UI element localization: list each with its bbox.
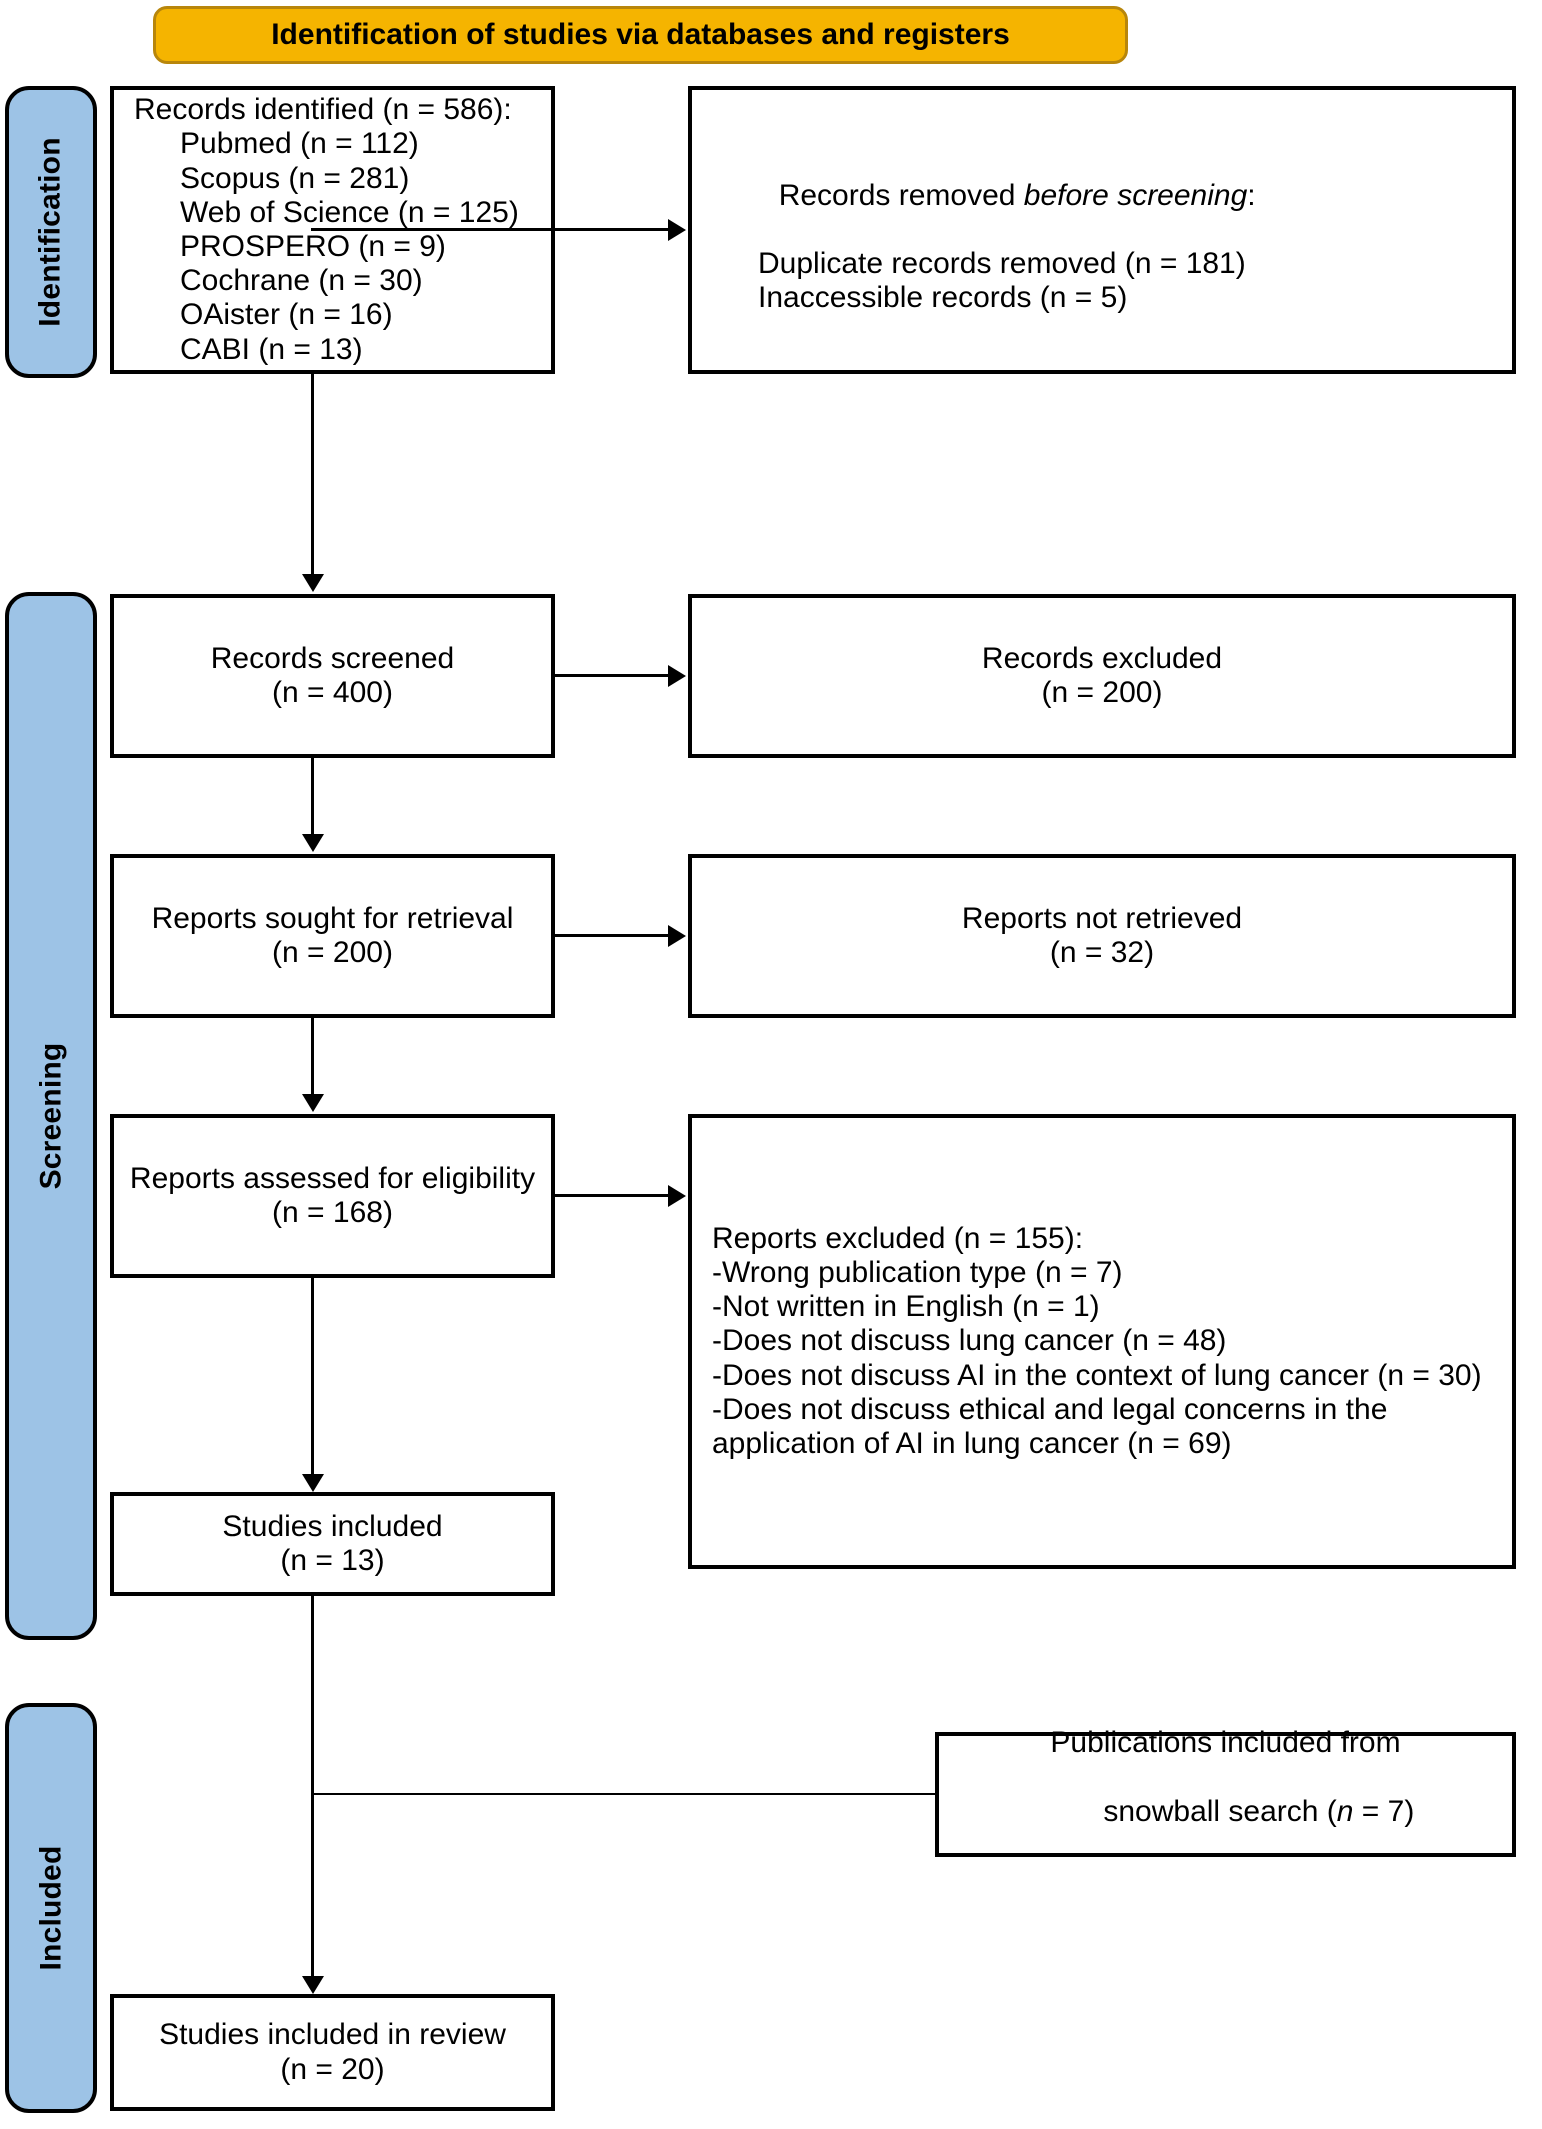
reports-excluded-heading: Reports excluded (n = 155): <box>712 1221 1084 1255</box>
connector-sought-to-not-retrieved <box>555 934 671 937</box>
box-studies-included-in-review: Studies included in review (n = 20) <box>110 1994 555 2111</box>
studies-in-review-count: (n = 20) <box>280 2052 385 2086</box>
reports-excluded-reason: -Wrong publication type (n = 7) <box>712 1256 1123 1290</box>
records-excluded-label: Records excluded <box>981 641 1223 675</box>
arrow-identified-to-screened <box>302 574 324 592</box>
box-publications-from-snowball-search: Publications included from snowball sear… <box>935 1726 1516 1857</box>
connector-studies-included-to-review <box>311 1596 314 1976</box>
studies-in-review-label: Studies included in review <box>159 2018 506 2052</box>
stage-label-included-text: Included <box>34 1845 68 1971</box>
diagram-title-banner: Identification of studies via databases … <box>153 6 1128 64</box>
reports-sought-count: (n = 200) <box>272 936 393 969</box>
stage-label-identification: Identification <box>5 86 97 378</box>
records-removed-heading-post: : <box>1247 178 1256 212</box>
reports-sought-label: Reports sought for retrieval <box>151 901 514 935</box>
box-reports-excluded: Reports excluded (n = 155): -Wrong publi… <box>688 1114 1516 1569</box>
stage-label-identification-text: Identification <box>34 137 67 327</box>
arrow-assessed-to-studies-included <box>302 1474 324 1492</box>
studies-included-count: (n = 13) <box>280 1544 385 1577</box>
studies-included-label: Studies included <box>222 1509 443 1543</box>
arrow-screened-to-excluded <box>668 665 686 687</box>
reports-assessed-label: Reports assessed for eligibility <box>129 1161 536 1195</box>
arrow-identified-to-removed <box>668 219 686 241</box>
connector-identified-to-screened <box>311 374 314 574</box>
box-reports-assessed-for-eligibility: Reports assessed for eligibility (n = 16… <box>110 1114 555 1278</box>
arrow-screened-to-sought <box>302 834 324 852</box>
records-identified-source: Pubmed (n = 112) <box>180 127 419 161</box>
records-removed-item: Duplicate records removed (n = 181) <box>758 247 1246 281</box>
connector-snowball-to-spine <box>311 1793 937 1795</box>
diagram-title-text: Identification of studies via databases … <box>271 18 1010 51</box>
records-identified-source: Cochrane (n = 30) <box>180 264 423 298</box>
snowball-line-2-pre: snowball search ( <box>1103 1794 1337 1828</box>
records-screened-count: (n = 400) <box>272 676 393 709</box>
arrow-studies-included-to-review <box>302 1976 324 1994</box>
records-identified-source: PROSPERO (n = 9) <box>180 230 446 263</box>
box-studies-included: Studies included (n = 13) <box>110 1492 555 1596</box>
records-removed-heading-italic: before screening <box>1023 178 1248 212</box>
reports-not-retrieved-label: Reports not retrieved <box>961 901 1243 935</box>
records-identified-source: OAister (n = 16) <box>180 298 393 332</box>
snowball-line-2-post: = 7) <box>1353 1794 1415 1828</box>
records-removed-item: Inaccessible records (n = 5) <box>758 281 1128 315</box>
reports-excluded-reason: -Does not discuss lung cancer (n = 48) <box>712 1324 1227 1358</box>
box-records-removed-before-screening: Records removed before screening: Duplic… <box>688 86 1516 374</box>
connector-sought-to-assessed <box>311 1018 314 1094</box>
records-removed-heading: Records removed before screening: <box>712 145 1496 248</box>
records-identified-source: Web of Science (n = 125) <box>180 195 519 229</box>
snowball-line-2: snowball search (n = 7) <box>949 1760 1502 1863</box>
records-excluded-count: (n = 200) <box>1041 676 1163 709</box>
records-screened-label: Records screened <box>210 641 455 675</box>
records-identified-heading: Records identified (n = 586): <box>134 93 512 127</box>
box-reports-sought-for-retrieval: Reports sought for retrieval (n = 200) <box>110 854 555 1018</box>
stage-label-screening: Screening <box>5 592 97 1640</box>
reports-excluded-reason: -Does not discuss ethical and legal conc… <box>712 1392 1396 1460</box>
records-identified-source: CABI (n = 13) <box>180 332 363 366</box>
box-records-screened: Records screened (n = 400) <box>110 594 555 758</box>
box-records-excluded: Records excluded (n = 200) <box>688 594 1516 758</box>
arrow-assessed-to-excluded <box>668 1185 686 1207</box>
connector-identified-stem <box>311 228 314 230</box>
connector-assessed-to-excluded <box>555 1194 671 1197</box>
box-reports-not-retrieved: Reports not retrieved (n = 32) <box>688 854 1516 1018</box>
connector-assessed-to-studies-included <box>311 1278 314 1474</box>
records-identified-source: Scopus (n = 281) <box>180 161 410 195</box>
connector-screened-to-sought <box>311 758 314 834</box>
reports-assessed-count: (n = 168) <box>272 1196 393 1229</box>
records-removed-heading-pre: Records removed <box>778 178 1024 212</box>
connector-screened-to-excluded <box>555 674 671 677</box>
arrow-sought-to-assessed <box>302 1094 324 1112</box>
connector-identified-to-removed <box>311 228 671 231</box>
arrow-sought-to-not-retrieved <box>668 925 686 947</box>
reports-excluded-reason: -Not written in English (n = 1) <box>712 1290 1100 1324</box>
reports-not-retrieved-count: (n = 32) <box>1049 936 1155 969</box>
snowball-n-italic: n <box>1336 1794 1354 1828</box>
stage-label-included: Included <box>5 1703 97 2113</box>
snowball-line-1: Publications included from <box>1050 1726 1401 1760</box>
stage-label-screening-text: Screening <box>34 1042 68 1190</box>
reports-excluded-reason: -Does not discuss AI in the context of l… <box>712 1358 1482 1392</box>
